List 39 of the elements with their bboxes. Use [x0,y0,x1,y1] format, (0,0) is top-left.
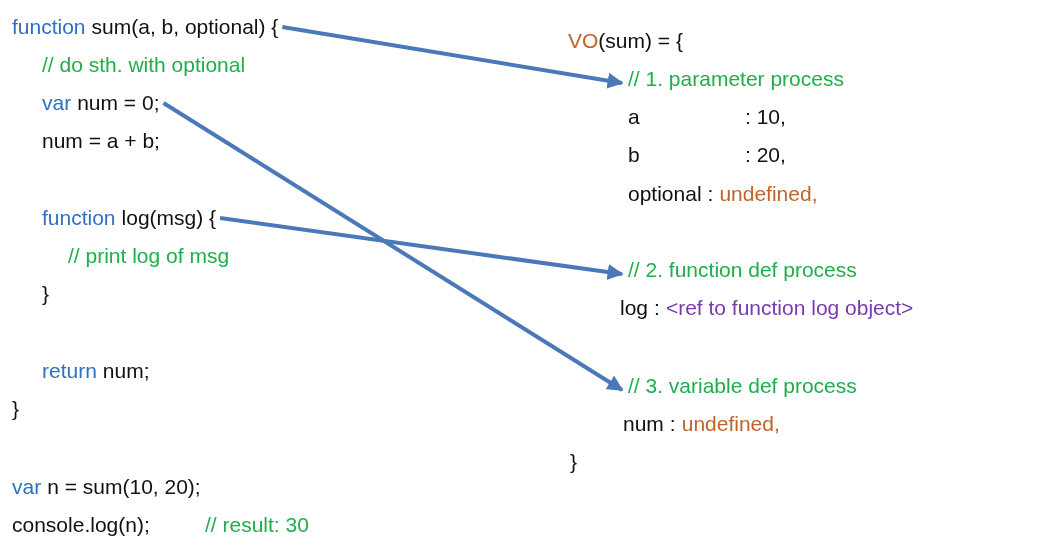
separator: : [707,181,714,207]
property-name: a [628,104,640,130]
property-value: : 20, [745,142,786,168]
code-comment: // do sth. with optional [42,52,246,78]
arrow [162,101,624,392]
code-comment: // 3. variable def process [628,373,857,399]
code-line: num = 0; [77,90,160,116]
property-name: optional [628,181,702,207]
property-name: b [628,142,640,168]
code-line: n = sum(10, 20); [47,474,201,500]
arrow [282,25,624,89]
code-line: } [12,396,19,422]
code-keyword: return [42,358,97,384]
property-name: num [623,411,664,437]
code-line: console.log(n); [12,512,150,538]
code-keyword: var [12,474,42,500]
code-comment: // 2. function def process [628,257,857,283]
code-line: } [42,281,49,307]
arrow [219,216,624,280]
property-value: undefined, [681,411,780,437]
property-value: <ref to function log object> [665,295,914,321]
property-value: undefined, [719,181,818,207]
code-keyword: var [42,90,72,116]
code-line: (sum) = { [598,28,683,54]
separator: : [654,295,660,321]
object-name: VO [568,28,599,54]
code-comment: // 1. parameter process [628,66,844,92]
code-line: num; [102,358,150,384]
property-value: : 10, [745,104,786,130]
property-name: log [620,295,649,321]
code-line: sum(a, b, optional) { [91,14,279,40]
separator: : [669,411,676,437]
code-comment: // result: 30 [205,512,309,538]
code-comment: // print log of msg [68,243,230,269]
code-keyword: function [12,14,86,40]
code-line: log(msg) { [121,205,217,231]
code-keyword: function [42,205,116,231]
code-line: num = a + b; [42,128,160,154]
code-line: } [570,449,577,475]
